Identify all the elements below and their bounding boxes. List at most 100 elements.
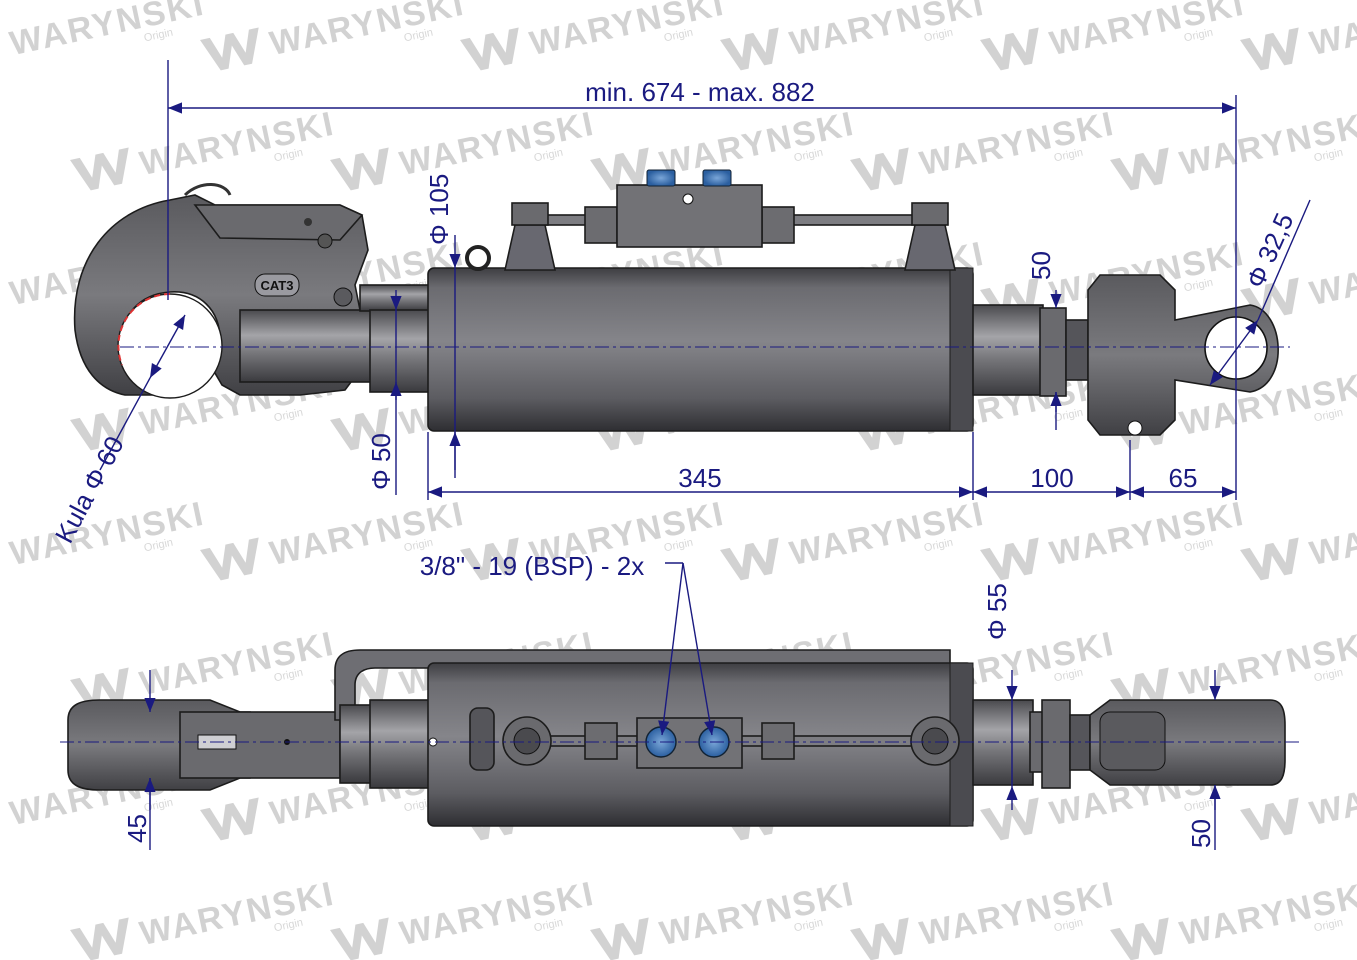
watermark-text: WARYNSKI — [527, 0, 729, 63]
top-port-right — [702, 169, 732, 187]
watermark-subtext: Origin — [403, 537, 434, 555]
top-rod-guide — [359, 284, 431, 312]
top-fitting-right — [761, 206, 795, 244]
cyl-diameter-label: Φ 105 — [424, 174, 454, 245]
watermark-subtext: Origin — [273, 917, 304, 935]
top-eye-grease — [1127, 420, 1143, 436]
watermark-text: WARYNSKI — [657, 875, 859, 953]
watermark-mark-icon — [0, 278, 6, 324]
watermark-text: WARYNSKI — [7, 495, 209, 573]
eye-width-label: 50 — [1026, 251, 1056, 280]
watermark-subtext: Origin — [923, 27, 954, 45]
eye-length-label: 65 — [1169, 463, 1198, 493]
watermark-subtext: Origin — [403, 797, 434, 815]
watermark-mark-icon — [980, 797, 1039, 841]
watermark-mark-icon — [70, 407, 129, 451]
bottom-fitting-left — [584, 722, 618, 760]
watermark-subtext: Origin — [143, 797, 174, 815]
watermark-mark-icon — [0, 798, 6, 844]
top-pivot-bolt — [333, 287, 353, 307]
watermark-mark-icon — [1240, 537, 1299, 581]
watermark-mark-icon — [1240, 27, 1299, 71]
watermark-text: WARYNSKI — [1047, 495, 1249, 573]
watermark-mark-icon — [590, 147, 649, 191]
watermark-subtext: Origin — [1313, 147, 1344, 165]
top-rod-collar — [369, 309, 431, 393]
watermark-mark-icon — [1240, 797, 1299, 841]
watermark-subtext: Origin — [273, 667, 304, 685]
watermark-subtext: Origin — [663, 537, 694, 555]
watermark-subtext: Origin — [1053, 147, 1084, 165]
watermark-mark-icon — [200, 27, 259, 71]
ball-dia-line — [149, 314, 186, 379]
watermark-text: WARYNSKI — [1177, 875, 1357, 953]
watermark-mark-icon — [590, 917, 649, 960]
watermark-text: WARYNSKI — [267, 0, 469, 63]
top-latch-plate — [193, 204, 364, 241]
watermark-subtext: Origin — [793, 147, 824, 165]
watermark-mark-icon — [0, 538, 6, 584]
top-thread — [1065, 319, 1089, 381]
watermark-text: WARYNSKI — [1307, 235, 1357, 313]
latch-pin — [304, 218, 312, 226]
top-valve-hole — [682, 193, 694, 205]
watermark-text: WARYNSKI — [917, 105, 1119, 183]
bottom-view: 3/8" - 19 (BSP) - 2x Φ 55 45 50 — [60, 551, 1300, 850]
watermark-subtext: Origin — [1053, 407, 1084, 425]
watermark-text: WARYNSKI — [1307, 495, 1357, 573]
top-view: CAT3 min. 674 - max. 8 — [49, 60, 1311, 548]
bottom-rod-collar — [369, 699, 431, 789]
bottom-banjo-left-bolt — [513, 727, 541, 755]
top-eye-body — [1087, 274, 1279, 436]
top-banjo-nut-right — [911, 202, 949, 226]
top-latch-ring — [183, 183, 232, 197]
ball-outline — [117, 293, 171, 366]
watermark-text: WARYNSKI — [1047, 0, 1249, 63]
watermark-text: WARYNSKI — [1177, 625, 1357, 703]
watermark-mark-icon — [850, 147, 909, 191]
watermark-mark-icon — [70, 147, 129, 191]
watermark-mark-icon — [1110, 147, 1169, 191]
watermark-mark-icon — [1110, 917, 1169, 960]
bottom-banjo-right-bolt — [921, 727, 949, 755]
top-banjo-nut-left — [511, 202, 549, 226]
watermark-subtext: Origin — [1053, 667, 1084, 685]
watermark-subtext: Origin — [533, 917, 564, 935]
watermark-mark-icon — [980, 537, 1039, 581]
rod-length-label: 100 — [1030, 463, 1073, 493]
watermark-mark-icon — [330, 407, 389, 451]
watermark-mark-icon — [720, 27, 779, 71]
watermark-text: WARYNSKI — [787, 0, 989, 63]
watermark-subtext: Origin — [1183, 797, 1214, 815]
watermark-text: WARYNSKI — [1307, 755, 1357, 833]
overall-length-label: min. 674 - max. 882 — [585, 77, 815, 107]
watermark-subtext: Origin — [143, 537, 174, 555]
watermark-subtext: Origin — [793, 917, 824, 935]
watermark-text: WARYNSKI — [657, 105, 859, 183]
watermark-text: WARYNSKI — [137, 625, 339, 703]
port-leader-right — [682, 562, 716, 736]
latch-bolt — [317, 233, 333, 249]
watermark-subtext: Origin — [663, 27, 694, 45]
rod-diameter-label: Φ 50 — [366, 433, 396, 490]
watermark-mark-icon — [850, 917, 909, 960]
watermark-mark-icon — [70, 917, 129, 960]
watermark-text: WARYNSKI — [397, 105, 599, 183]
watermark-subtext: Origin — [1183, 27, 1214, 45]
